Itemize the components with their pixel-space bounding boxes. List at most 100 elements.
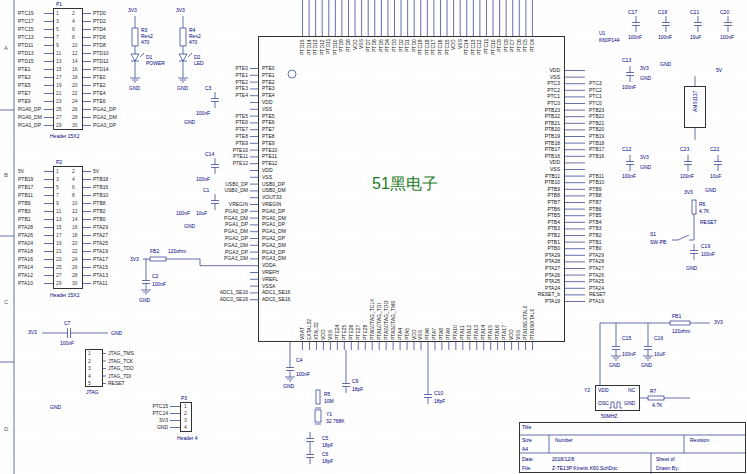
wire [42, 333, 68, 334]
capacitor-lead [290, 361, 291, 368]
net-label: PTB0 [93, 217, 106, 222]
net-label: PGA2_DM [93, 115, 117, 120]
pin-name: PGA2_DP [262, 236, 285, 241]
capacitor-lead [215, 102, 216, 109]
pin-stub [250, 129, 258, 130]
pin-stub [434, 342, 435, 350]
pin-number: 24 [72, 99, 78, 104]
pin-stub [44, 283, 53, 284]
pin-stub [44, 53, 53, 54]
pin-stub [44, 259, 53, 260]
pin-name: PTD15 [300, 39, 305, 55]
pin-stub [328, 0, 329, 36]
component-label: Y1 [326, 412, 332, 417]
capacitor-plate [626, 72, 634, 73]
pin-number: 25 [56, 265, 62, 270]
net-label: PGA0_DM [18, 115, 42, 120]
component-label: Res2 [189, 34, 201, 39]
capacitor-lead [688, 165, 689, 172]
pin-name: PTE11 [262, 154, 277, 159]
ground-symbol [130, 78, 140, 79]
pin-stub [44, 211, 53, 212]
component-label: 120ohm [672, 329, 690, 334]
pin-number: 21 [56, 91, 62, 96]
component-label: C12 [622, 147, 631, 152]
pin-name: PGA1_DM [262, 229, 286, 234]
component-label: C21 [690, 10, 699, 15]
resistor-symbol [316, 390, 320, 404]
pin-stub [83, 125, 91, 126]
pin-stub [565, 77, 585, 78]
pin-stub [250, 211, 258, 212]
pin-stub [83, 275, 91, 276]
component-label: C16 [654, 336, 663, 341]
pin-name: ADC1_SE16 [262, 290, 290, 295]
component-label: GND [283, 384, 294, 389]
component-label: 470 [141, 40, 149, 45]
pin-stub [394, 0, 395, 36]
component-label: 3V3 [684, 190, 693, 195]
zone-letter: C [4, 299, 8, 305]
capacitor-plate [306, 454, 314, 455]
component-label: C9 [352, 379, 358, 384]
pin-stub [250, 184, 258, 185]
pin-number: 5 [56, 27, 59, 32]
pin-stub [250, 252, 258, 253]
net-label: PTB3 [589, 226, 602, 231]
pin-name: PTA28 [545, 259, 560, 264]
pin-stub [565, 169, 585, 170]
pin-name: PTC9 [497, 39, 502, 52]
pin-stub [355, 0, 356, 36]
net-label: PTD2 [93, 19, 106, 24]
net-label: PTE1 [235, 73, 248, 78]
pin-stub [565, 268, 585, 269]
wire [600, 323, 601, 385]
ground-symbol [643, 356, 653, 357]
ground-symbol [645, 358, 651, 359]
wire [183, 46, 184, 54]
capacitor-lead [616, 340, 617, 347]
pin-number: 8 [72, 193, 75, 198]
capacitor-plate [142, 280, 150, 281]
net-label: USB0_DP [225, 182, 248, 187]
jtag-connector: JTAG [85, 349, 103, 387]
net-label: PTB17 [589, 147, 604, 152]
net-label: PTB20 [589, 127, 604, 132]
pin-name: PTA13 [474, 325, 479, 340]
component-label: GND [640, 76, 651, 81]
pin-stub [83, 93, 91, 94]
pin-stub [420, 0, 421, 36]
pin-stub [386, 342, 387, 350]
pin-stub [250, 143, 258, 144]
capacitor-plate [306, 438, 314, 439]
pin-name: VSS [262, 175, 272, 180]
net-label: PTE9 [235, 141, 248, 146]
pin-stub [441, 342, 442, 350]
oscillator-wave [609, 402, 622, 408]
net-label: PTB21 [589, 121, 604, 126]
capacitor-lead [630, 165, 631, 172]
capacitor-lead [215, 92, 216, 99]
ground-symbol [613, 358, 619, 359]
net-label: PTB16 [589, 154, 604, 159]
pin-name: PTC11 [484, 39, 489, 54]
pin-stub [250, 102, 258, 103]
ground-symbol [180, 80, 186, 81]
pin-name: PTA24 [545, 286, 560, 291]
net-label: PTC14 [152, 411, 168, 416]
pin-stub [565, 123, 585, 124]
pin-name: PTE26 [349, 325, 354, 340]
wire [143, 259, 150, 260]
net-label: PTD0 [93, 11, 106, 16]
net-label: PTA25 [93, 241, 108, 246]
pin-stub [83, 195, 91, 196]
pin-number: 14 [72, 217, 78, 222]
component-label: 18pF [322, 459, 333, 464]
pin-name: PTE6 [262, 120, 275, 125]
pin-stub [250, 286, 258, 287]
capacitor-lead [636, 26, 637, 33]
pin-stub [433, 0, 434, 36]
pin-name: PTE27 [356, 325, 361, 340]
component-label: 100nF [296, 372, 310, 377]
ground-symbol [289, 381, 291, 382]
